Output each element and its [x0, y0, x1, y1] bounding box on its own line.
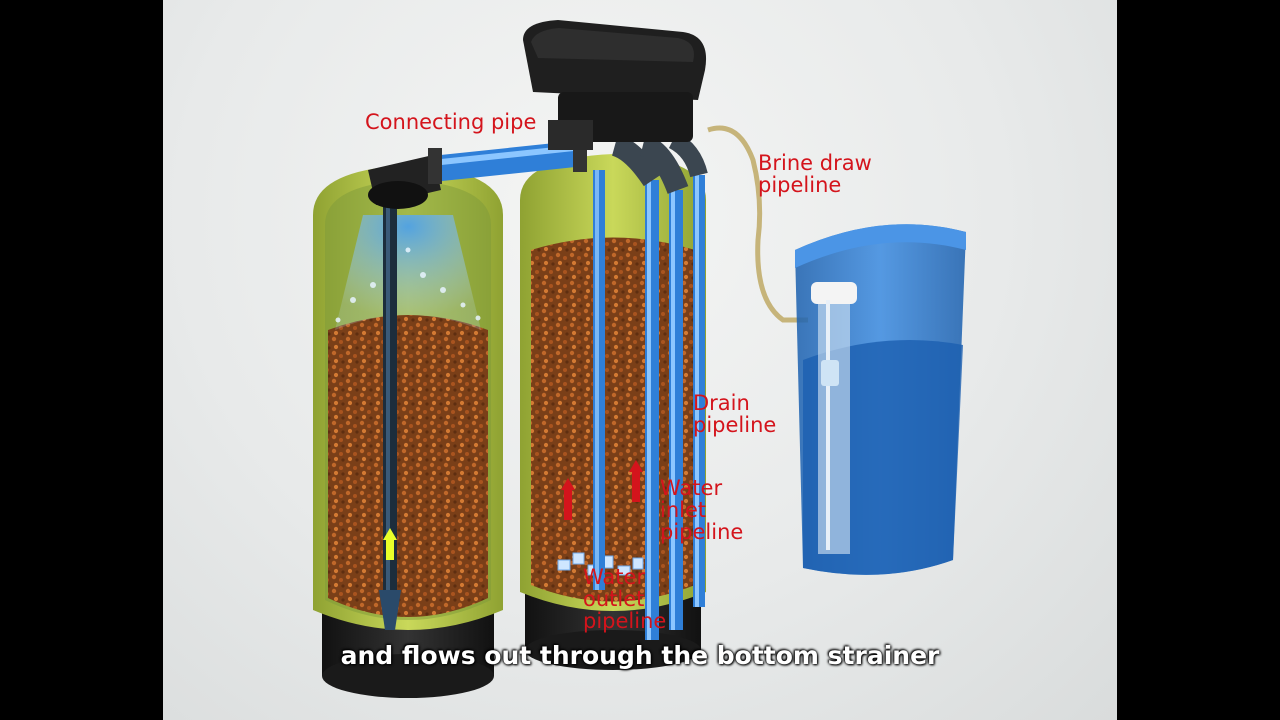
red-arrow-up-icon [629, 460, 643, 502]
brine-tank [795, 224, 966, 575]
label-connecting-pipe-text: Connecting pipe [365, 110, 537, 134]
video-frame: Connecting pipe Brine draw pipeline Drai… [163, 0, 1117, 720]
red-arrow-up-icon [561, 478, 575, 520]
video-subtitle: and flows out through the bottom straine… [340, 641, 940, 670]
label-water-outlet-pipeline: Water outlet pipeline [583, 565, 667, 633]
control-valve [523, 20, 707, 150]
yellow-arrow-down-icon [383, 528, 397, 560]
label-brine-draw-pipeline: Brine draw pipeline [758, 151, 872, 197]
label-water-inlet-pipeline: Water inlet pipeline [660, 476, 744, 544]
brine-draw-tube [707, 125, 808, 323]
left-tank [313, 165, 503, 698]
softener-diagram [313, 20, 966, 698]
label-drain-pipeline: Drain pipeline [693, 391, 777, 437]
vertical-pipes [611, 131, 708, 640]
connecting-pipe [368, 138, 587, 209]
